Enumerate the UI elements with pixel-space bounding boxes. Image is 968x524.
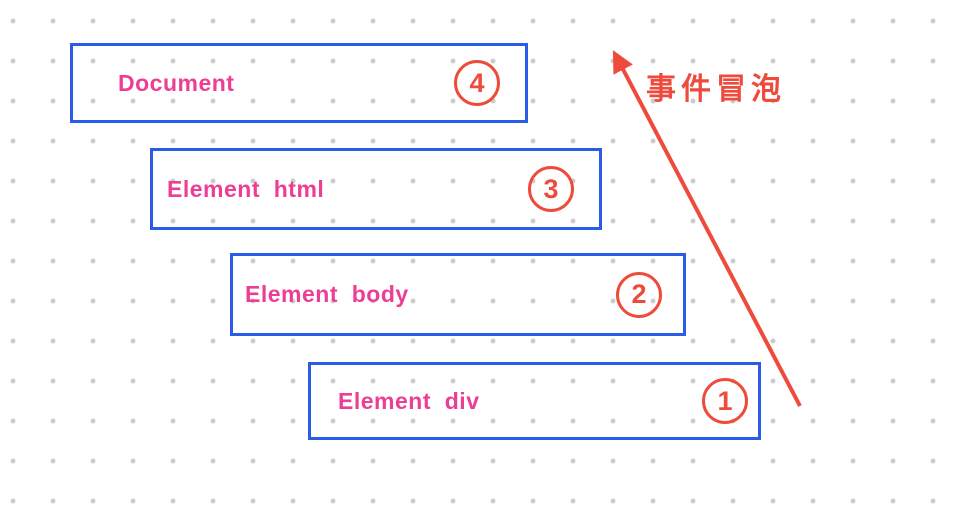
step-number-4-circle: 4 bbox=[454, 60, 500, 106]
box-element-body-label: Element body bbox=[245, 281, 409, 307]
event-bubbling-label: 事件冒泡 bbox=[646, 73, 786, 106]
box-element-body: Element body 2 bbox=[230, 253, 686, 336]
step-number-2-circle: 2 bbox=[616, 271, 662, 318]
box-document-label: Document bbox=[118, 69, 235, 96]
step-number-1-circle: 1 bbox=[702, 378, 748, 424]
box-element-html: Element html 3 bbox=[150, 148, 602, 230]
box-element-html-label: Element html bbox=[167, 175, 325, 202]
box-element-div: Element div 1 bbox=[308, 362, 761, 440]
step-number-3-circle: 3 bbox=[528, 166, 574, 212]
box-document: Document 4 bbox=[70, 43, 528, 123]
box-element-div-label: Element div bbox=[338, 387, 480, 414]
